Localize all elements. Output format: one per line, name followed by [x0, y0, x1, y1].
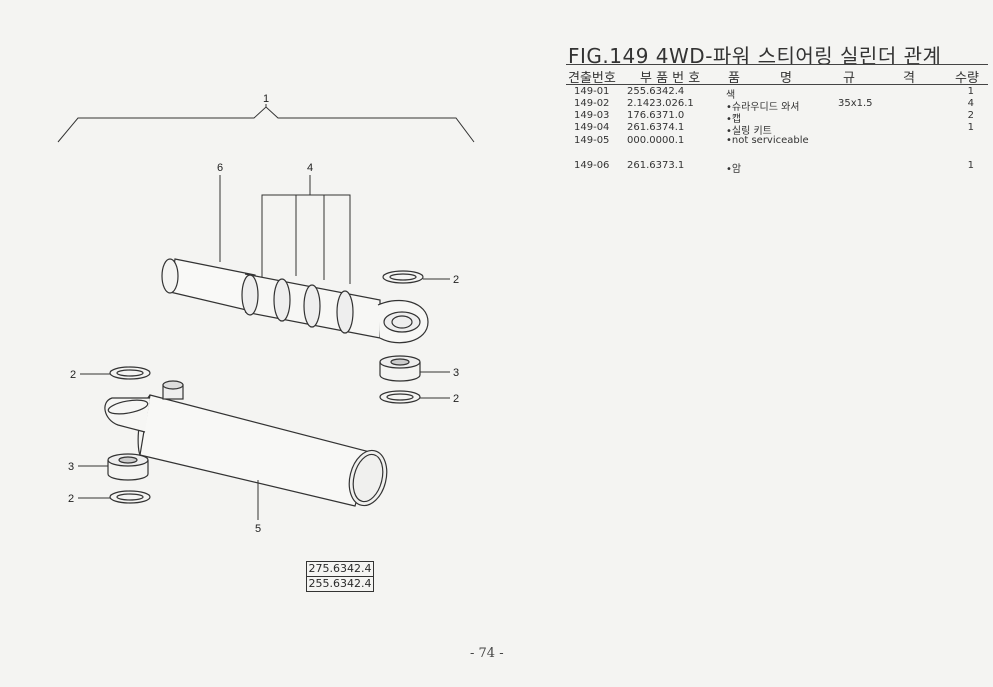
callout-2: 2: [68, 493, 74, 505]
callout-2: 2: [453, 393, 459, 405]
part-quantity: 4: [967, 98, 974, 109]
callout-3: 3: [453, 367, 459, 379]
callout-4: 4: [307, 162, 313, 174]
part-number: 261.6373.1: [627, 160, 685, 171]
header-ref: 견출번호: [568, 71, 616, 86]
diagram-part-number: 275.6342.4: [306, 561, 374, 577]
part-quantity: 1: [967, 122, 974, 133]
part-description: •not serviceable: [726, 135, 809, 146]
callout-5: 5: [255, 523, 261, 535]
ref-number: 149-01: [574, 86, 610, 97]
header-spec-2: 격: [903, 71, 915, 86]
part-number: 261.6374.1: [627, 122, 685, 133]
ref-number: 149-06: [574, 160, 610, 171]
ref-number: 149-04: [574, 122, 610, 133]
cap: [379, 355, 421, 382]
assembly-bracket: [57, 106, 475, 143]
cap: [107, 453, 149, 481]
washer-ring: [379, 390, 421, 404]
callout-6: 6: [217, 162, 223, 174]
part-quantity: 2: [967, 110, 974, 121]
page-number: - 74 -: [470, 646, 504, 661]
part-description: 색: [726, 90, 736, 101]
washer-ring: [382, 270, 424, 284]
part-number: 255.6342.4: [627, 86, 685, 97]
callout-2: 2: [453, 274, 459, 286]
part-quantity: 1: [967, 86, 974, 97]
piston-rod: [161, 258, 429, 344]
washer-ring: [109, 490, 151, 504]
part-description: •암: [726, 164, 742, 175]
callout-3: 3: [68, 461, 74, 473]
part-spec: 35x1.5: [838, 98, 873, 109]
title-divider: [566, 64, 988, 65]
ref-number: 149-05: [574, 135, 610, 146]
part-quantity: 1: [967, 160, 974, 171]
header-desc-1: 품: [728, 71, 740, 86]
washer-ring: [109, 366, 151, 380]
part-description: •실링 키트: [726, 126, 772, 137]
ref-number: 149-02: [574, 98, 610, 109]
part-number: 000.0000.1: [627, 135, 685, 146]
part-number: 176.6371.0: [627, 110, 685, 121]
header-desc-2: 명: [780, 71, 792, 86]
callout-2: 2: [70, 369, 76, 381]
header-spec-1: 규: [843, 71, 855, 86]
header-qty: 수량: [955, 71, 979, 86]
cylinder-barrel: [104, 380, 388, 507]
ref-number: 149-03: [574, 110, 610, 121]
callout-1: 1: [263, 93, 269, 105]
header-divider: [566, 84, 988, 85]
part-description: •슈라우디드 와셔: [726, 102, 800, 113]
part-number: 2.1423.026.1: [627, 98, 694, 109]
header-part-no: 부 품 번 호: [640, 71, 701, 86]
diagram-part-number: 255.6342.4: [306, 576, 374, 592]
part-description: •캡: [726, 114, 742, 125]
